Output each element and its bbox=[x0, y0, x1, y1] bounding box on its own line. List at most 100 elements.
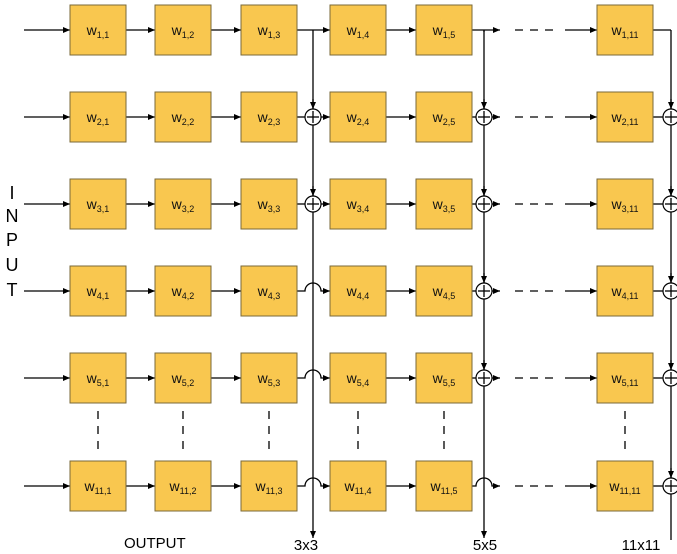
weight-label: w5,1 bbox=[86, 370, 110, 388]
weight-cell bbox=[329, 352, 387, 404]
weight-symbol: w bbox=[257, 22, 269, 38]
weight-label: w4,2 bbox=[171, 283, 195, 301]
weight-label: w11,3 bbox=[255, 478, 283, 496]
weight-label: w11,11 bbox=[608, 478, 640, 496]
weight-label: w3,1 bbox=[86, 196, 110, 214]
weight-cell bbox=[69, 265, 127, 317]
weight-label: w2,3 bbox=[257, 109, 281, 127]
input-letter: N bbox=[6, 206, 19, 226]
weight-subscript: 11,11 bbox=[619, 486, 640, 496]
input-letter: P bbox=[6, 230, 18, 250]
weight-symbol: w bbox=[344, 478, 356, 494]
weight-label: w11,1 bbox=[84, 478, 112, 496]
weight-symbol: w bbox=[432, 109, 444, 125]
weight-subscript: 2,4 bbox=[357, 117, 370, 127]
weight-symbol: w bbox=[432, 22, 444, 38]
weight-symbol: w bbox=[346, 22, 358, 38]
weight-cell bbox=[415, 460, 473, 512]
weight-symbol: w bbox=[432, 283, 444, 299]
weight-cell bbox=[69, 352, 127, 404]
weight-cell bbox=[415, 91, 473, 143]
weight-cell bbox=[596, 352, 654, 404]
weight-label: w3,11 bbox=[611, 196, 639, 214]
weight-symbol: w bbox=[432, 196, 444, 212]
weight-symbol: w bbox=[86, 370, 98, 386]
weight-label: w2,4 bbox=[346, 109, 370, 127]
weight-cell bbox=[154, 460, 212, 512]
hop-over-wire bbox=[297, 369, 330, 381]
weight-label: w1,5 bbox=[432, 22, 456, 40]
weight-cell bbox=[329, 91, 387, 143]
weight-symbol: w bbox=[346, 196, 358, 212]
weight-symbol: w bbox=[84, 478, 96, 494]
weight-subscript: 11,5 bbox=[441, 486, 458, 496]
weight-symbol: w bbox=[257, 370, 269, 386]
weight-symbol: w bbox=[257, 109, 269, 125]
weight-cell bbox=[240, 352, 298, 404]
weight-cell bbox=[596, 265, 654, 317]
weight-label: w1,4 bbox=[346, 22, 370, 40]
weight-cell bbox=[154, 178, 212, 230]
weight-subscript: 1,5 bbox=[443, 30, 456, 40]
weight-label: w3,3 bbox=[257, 196, 281, 214]
weight-cell bbox=[154, 4, 212, 56]
output-label: OUTPUT bbox=[124, 535, 186, 552]
weight-subscript: 2,2 bbox=[182, 117, 195, 127]
weight-subscript: 2,11 bbox=[622, 117, 639, 127]
weight-label: w5,11 bbox=[611, 370, 639, 388]
weight-symbol: w bbox=[432, 370, 444, 386]
weight-cell bbox=[329, 4, 387, 56]
weight-cell bbox=[329, 460, 387, 512]
weight-subscript: 3,2 bbox=[182, 204, 195, 214]
weight-subscript: 4,3 bbox=[268, 291, 281, 301]
weight-symbol: w bbox=[611, 370, 623, 386]
weight-label: w5,3 bbox=[257, 370, 281, 388]
weight-cell bbox=[596, 178, 654, 230]
weight-symbol: w bbox=[611, 22, 623, 38]
weight-symbol: w bbox=[255, 478, 267, 494]
weight-subscript: 1,4 bbox=[357, 30, 370, 40]
column-size-label: 3x3 bbox=[294, 537, 318, 554]
weight-cell bbox=[69, 4, 127, 56]
weight-subscript: 4,1 bbox=[97, 291, 110, 301]
weight-label: w11,4 bbox=[344, 478, 372, 496]
weight-symbol: w bbox=[346, 109, 358, 125]
weight-subscript: 1,1 bbox=[97, 30, 110, 40]
weight-cell bbox=[69, 178, 127, 230]
weight-cell bbox=[596, 460, 654, 512]
weight-symbol: w bbox=[257, 283, 269, 299]
weight-subscript: 5,3 bbox=[268, 378, 281, 388]
weight-label: w4,3 bbox=[257, 283, 281, 301]
weight-subscript: 4,2 bbox=[182, 291, 195, 301]
weight-symbol: w bbox=[346, 283, 358, 299]
weight-cell bbox=[329, 265, 387, 317]
weight-subscript: 4,4 bbox=[357, 291, 370, 301]
weight-subscript: 11,3 bbox=[266, 486, 283, 496]
weight-symbol: w bbox=[86, 283, 98, 299]
weight-subscript: 5,11 bbox=[622, 378, 639, 388]
weight-symbol: w bbox=[171, 370, 183, 386]
weight-label: w1,3 bbox=[257, 22, 281, 40]
weight-label: w1,1 bbox=[86, 22, 110, 40]
weight-symbol: w bbox=[169, 478, 181, 494]
weight-cell bbox=[240, 178, 298, 230]
weight-cell bbox=[415, 4, 473, 56]
weight-symbol: w bbox=[611, 283, 623, 299]
weight-label: w2,5 bbox=[432, 109, 456, 127]
weight-subscript: 3,3 bbox=[268, 204, 281, 214]
input-letter: U bbox=[6, 255, 19, 275]
weight-label: w5,5 bbox=[432, 370, 456, 388]
weight-symbol: w bbox=[430, 478, 442, 494]
weight-label: w3,2 bbox=[171, 196, 195, 214]
weight-cell bbox=[596, 91, 654, 143]
weight-symbol: w bbox=[611, 109, 623, 125]
weight-label: w5,2 bbox=[171, 370, 195, 388]
weight-subscript: 11,1 bbox=[95, 486, 112, 496]
weight-symbol: w bbox=[86, 196, 98, 212]
weight-subscript: 1,11 bbox=[622, 30, 639, 40]
weight-symbol: w bbox=[86, 109, 98, 125]
weight-subscript: 5,5 bbox=[443, 378, 456, 388]
weight-cell bbox=[415, 178, 473, 230]
